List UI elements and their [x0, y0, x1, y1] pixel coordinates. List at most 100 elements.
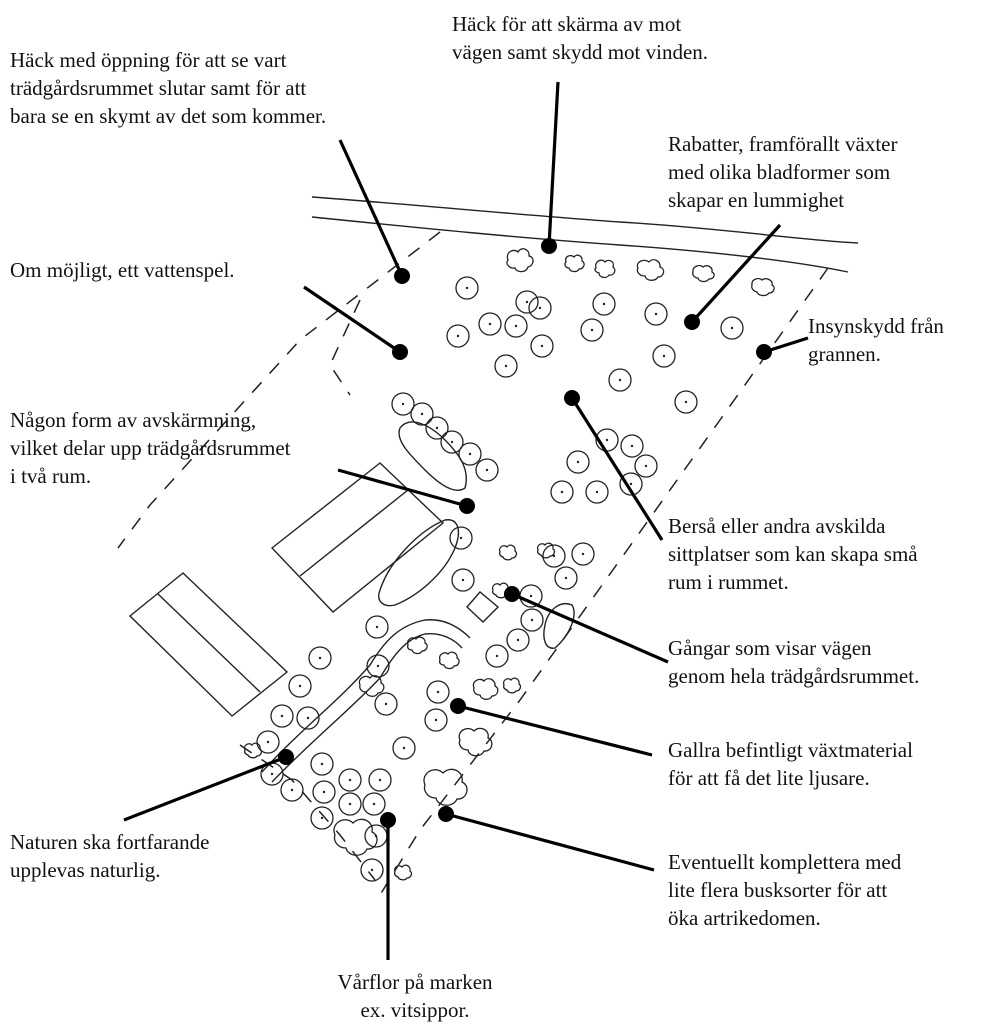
- tree-circle: [308, 646, 332, 670]
- tree-circle: [392, 736, 416, 760]
- boundary-bottom-left: [239, 744, 376, 881]
- tree-center-dot: [552, 554, 556, 558]
- tree-circle: [458, 442, 482, 466]
- tree-center-dot: [306, 716, 310, 720]
- tree-center-dot: [376, 664, 380, 668]
- tree-circle: [280, 778, 304, 802]
- tree-center-dot: [525, 300, 529, 304]
- tree-center-dot: [290, 788, 294, 792]
- tree-center-dot: [459, 536, 463, 540]
- tree-center-dot: [266, 740, 270, 744]
- tree-center-dot: [456, 334, 460, 338]
- tree-circle: [296, 706, 320, 730]
- tree-center-dot: [595, 490, 599, 494]
- hedge-divider: [398, 421, 467, 491]
- tree-circle: [520, 608, 544, 632]
- tree-center-dot: [644, 464, 648, 468]
- tree-center-dot: [630, 444, 634, 448]
- boundary-left: [117, 231, 441, 549]
- label-more-shrubs: Eventuellt komplettera med lite flera bu…: [668, 850, 902, 930]
- tree-center-dot: [450, 440, 454, 444]
- leader-dots: [278, 238, 772, 828]
- tree-center-dot: [461, 578, 465, 582]
- tree-circle: [554, 566, 578, 590]
- tree-circle: [475, 458, 499, 482]
- tree-circle: [506, 628, 530, 652]
- tree-center-dot: [320, 816, 324, 820]
- tree-center-dot: [618, 378, 622, 382]
- road-line-lower: [311, 216, 849, 273]
- tree-circle: [550, 480, 574, 504]
- leader-natural: [123, 755, 287, 822]
- building-upper: [270, 462, 445, 613]
- tree-center-dot: [348, 778, 352, 782]
- tree-circle: [338, 792, 362, 816]
- leader-hedge-road: [547, 81, 560, 247]
- tree-center-dot: [684, 400, 688, 404]
- tree-circle: [362, 792, 386, 816]
- tree-center-dot: [465, 286, 469, 290]
- tree-circle: [515, 290, 539, 314]
- tree-circle: [365, 615, 389, 639]
- tree-center-dot: [576, 460, 580, 464]
- arbour-square: [466, 591, 500, 623]
- label-borders: Rabatter, framförallt växter med olika b…: [668, 132, 898, 212]
- tree-circle: [608, 368, 632, 392]
- tree-center-dot: [420, 412, 424, 416]
- tree-center-dot: [529, 594, 533, 598]
- tree-center-dot: [320, 762, 324, 766]
- tree-circle: [440, 430, 464, 454]
- tree-center-dot: [270, 772, 274, 776]
- tree-circle: [455, 276, 479, 300]
- hedge-lower: [378, 519, 460, 607]
- tree-circle: [634, 454, 658, 478]
- tree-circle: [410, 402, 434, 426]
- tree-center-dot: [434, 718, 438, 722]
- garden-path-outer: [261, 619, 471, 773]
- tree-center-dot: [530, 618, 534, 622]
- tree-circle: [310, 806, 334, 830]
- tree-circle: [504, 314, 528, 338]
- tree-center-dot: [435, 426, 439, 430]
- tree-center-dot: [629, 482, 633, 486]
- tree-center-dot: [384, 702, 388, 706]
- leader-hedge-opening: [338, 139, 404, 277]
- tree-circle: [585, 480, 609, 504]
- tree-circle: [580, 318, 604, 342]
- tree-center-dot: [318, 656, 322, 660]
- tree-circle: [620, 434, 644, 458]
- tree-circle: [310, 752, 334, 776]
- tree-circle: [478, 312, 502, 336]
- tree-circle: [528, 296, 552, 320]
- garden-path-inner: [271, 633, 463, 783]
- tree-circle: [366, 654, 390, 678]
- tree-center-dot: [370, 868, 374, 872]
- tree-circle: [446, 324, 470, 348]
- tree-center-dot: [516, 638, 520, 642]
- tree-circle: [674, 390, 698, 414]
- leader-divider: [337, 468, 468, 508]
- tree-circle: [566, 450, 590, 474]
- label-water-feature: Om möjligt, ett vattenspel.: [10, 258, 235, 282]
- tree-circle: [485, 644, 509, 668]
- tree-circle: [644, 302, 668, 326]
- tree-center-dot: [564, 576, 568, 580]
- hedge-right: [543, 603, 575, 649]
- tree-center-dot: [495, 654, 499, 658]
- building-lower: [128, 572, 289, 717]
- leader-thin-out: [457, 704, 653, 757]
- tree-circle: [368, 768, 392, 792]
- tree-center-dot: [468, 452, 472, 456]
- label-divider: Någon form av avskärmning, vilket delar …: [10, 408, 291, 488]
- label-paths: Gångar som visar vägen genom hela trädgå…: [668, 636, 920, 688]
- tree-center-dot: [514, 324, 518, 328]
- tree-center-dot: [374, 834, 378, 838]
- tree-circle: [312, 780, 336, 804]
- tree-circle: [530, 334, 554, 358]
- tree-center-dot: [485, 468, 489, 472]
- tree-center-dot: [298, 684, 302, 688]
- tree-circle: [619, 472, 643, 496]
- tree-center-dot: [504, 364, 508, 368]
- tree-circle: [451, 568, 475, 592]
- label-spring-flowers: Vårflor på marken ex. vitsippor.: [337, 970, 493, 1022]
